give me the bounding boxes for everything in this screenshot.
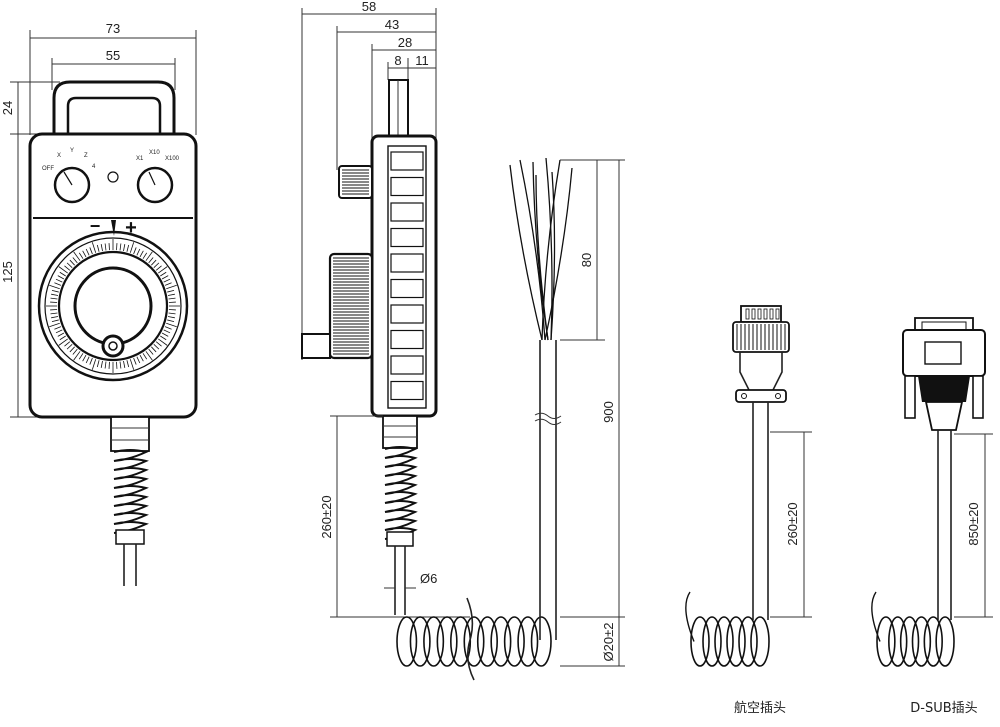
label-off: OFF: [42, 166, 54, 172]
front-cable-gland: [110, 416, 150, 452]
dsub-strain-relief: [918, 376, 970, 402]
coil-diameter-label: Ø20±2: [601, 623, 616, 662]
front-width-handle-label: 55: [106, 48, 120, 63]
minus-sign: −: [90, 216, 101, 236]
handwheel-center: [73, 266, 153, 346]
side-strain-relief-spring: [384, 446, 418, 540]
open-wire-cable: 80 900 Ø20±2: [509, 157, 625, 667]
total-length-label: 900: [601, 401, 616, 423]
front-handle: [52, 80, 176, 134]
dsub-plug-view: 850±20 D-SUB插头: [871, 317, 993, 716]
front-view: 73 55 24 125 OFF X Y Z 4 X1 X10 X100: [0, 21, 198, 586]
label-axis-4: 4: [92, 164, 96, 170]
label-axis-z: Z: [84, 153, 88, 159]
handwheel-ticks: [46, 239, 180, 373]
aviation-cable-length-label: 260±20: [785, 502, 800, 545]
wire-length-label: 80: [579, 253, 594, 267]
side-dim-58: 58: [362, 0, 376, 14]
side-view: 58 43 28 8 11: [301, 0, 552, 681]
front-height-handle-label: 24: [0, 101, 15, 115]
label-step-x10: X10: [149, 150, 160, 156]
side-dim-28: 28: [398, 35, 412, 50]
front-strain-relief-spring: [113, 449, 149, 534]
aviation-plug-clamp: [735, 389, 787, 403]
label-axis-y: Y: [70, 148, 74, 154]
side-dim-8: 8: [394, 53, 401, 68]
side-cable-length-label: 260±20: [319, 495, 334, 538]
loose-wires: [509, 157, 573, 341]
aviation-coiled-cable: [685, 591, 770, 667]
side-dim-43: 43: [385, 17, 399, 32]
aviation-plug-view: 260±20 航空插头: [685, 305, 812, 716]
side-cable-diameter-label: Ø6: [420, 571, 437, 586]
side-cable-gland: [382, 415, 418, 449]
handwheel-outer: [37, 230, 189, 382]
front-width-total-label: 73: [106, 21, 120, 36]
aviation-plug-caption: 航空插头: [734, 700, 786, 716]
label-step-x100: X100: [165, 156, 180, 162]
plus-sign: +: [125, 217, 137, 239]
side-crank: [301, 333, 331, 359]
indicator-led: [107, 171, 119, 183]
dsub-coiled-cable: [871, 591, 955, 667]
dsub-cable-length-label: 850±20: [966, 502, 981, 545]
side-coiled-cable: [396, 616, 552, 667]
side-dim-11: 11: [415, 53, 429, 68]
label-axis-x: X: [57, 153, 61, 159]
front-height-body-label: 125: [0, 261, 15, 283]
dsub-label-window: [924, 341, 962, 365]
side-ribs: [390, 151, 424, 401]
pointer-mark: [111, 220, 116, 236]
dsub-plug-caption: D-SUB插头: [910, 701, 977, 716]
label-step-x1: X1: [136, 156, 144, 162]
